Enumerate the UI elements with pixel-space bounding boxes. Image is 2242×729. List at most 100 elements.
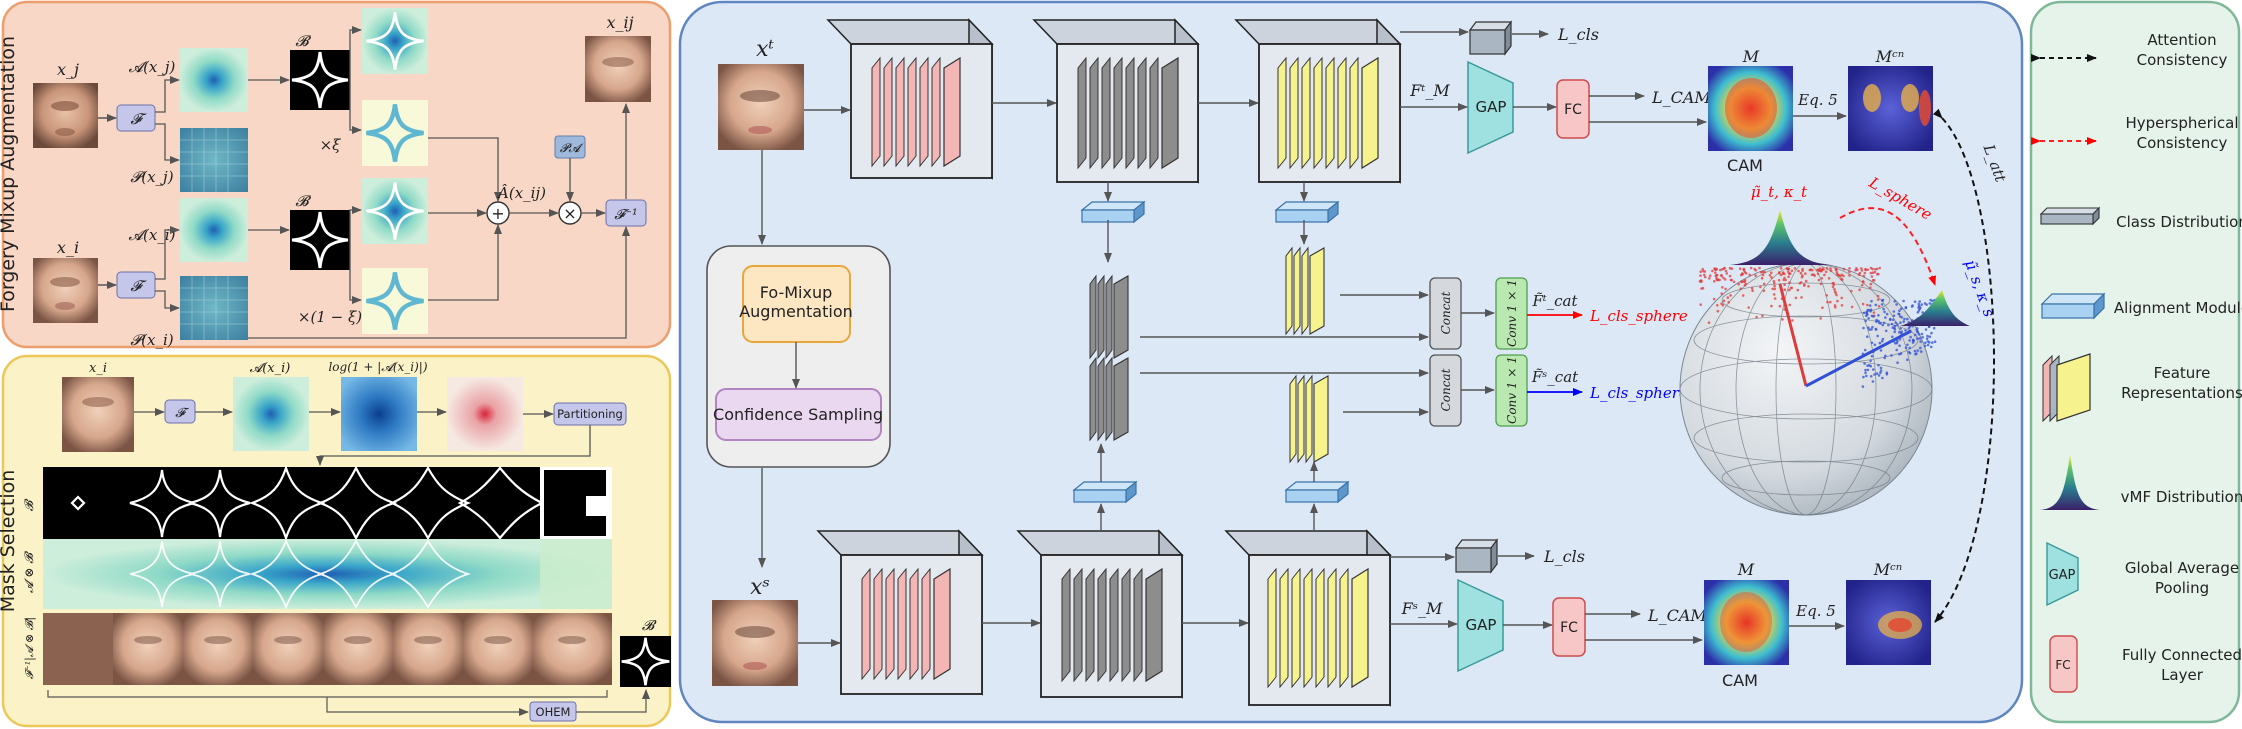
svg-text:𝓐 ⊗ 𝓑: 𝓐 ⊗ 𝓑 — [22, 551, 36, 593]
sample-point — [1755, 315, 1758, 319]
sample-point — [1867, 317, 1870, 320]
sample-point — [1876, 334, 1879, 338]
sample-point — [1897, 331, 1901, 334]
sample-point — [1906, 358, 1909, 362]
P-xj-phase — [180, 128, 248, 192]
middle-feature-stacks — [1089, 246, 1329, 464]
sample-point — [1899, 352, 1903, 355]
feature-slab — [1267, 567, 1277, 689]
sample-point — [1864, 319, 1867, 323]
svg-text:+: + — [491, 204, 504, 223]
sample-point — [1820, 277, 1824, 280]
sample-point — [1813, 274, 1816, 277]
sample-point — [1869, 286, 1872, 290]
A-xi-label: 𝓐(x_i) — [129, 226, 176, 244]
feature-slab — [921, 567, 931, 681]
sample-point — [1899, 327, 1902, 330]
forgery-mixup-panel: Forgery Mixup Augmentation x_j x_i 𝓕 𝓕 𝓐… — [0, 0, 672, 349]
feature-slab — [1061, 567, 1071, 683]
sample-point — [1916, 327, 1919, 330]
sample-point — [1870, 299, 1873, 303]
alignment-module — [1275, 209, 1329, 223]
sample-point — [1770, 304, 1773, 308]
sample-point — [1898, 315, 1902, 318]
sample-point — [1879, 371, 1882, 375]
svg-text:M: M — [1737, 560, 1755, 579]
sample-point — [1894, 341, 1897, 345]
sample-point — [1861, 385, 1865, 388]
feature-slab — [1137, 56, 1147, 170]
sample-point — [1878, 266, 1881, 270]
mask-spectrum — [233, 377, 309, 451]
sample-point — [1879, 349, 1883, 352]
sample-point — [1866, 335, 1869, 339]
sample-point — [1920, 332, 1924, 336]
sample-point — [1700, 280, 1703, 283]
sample-point — [1883, 356, 1886, 360]
feature-slab — [871, 56, 881, 168]
sample-point — [1770, 276, 1773, 279]
sample-point — [1834, 268, 1838, 272]
sample-point — [1722, 299, 1726, 303]
bottom-fc — [1552, 597, 1586, 657]
sample-point — [1864, 368, 1867, 372]
A-xj-label: 𝓐(x_j) — [129, 58, 176, 76]
sample-point — [1902, 299, 1905, 303]
sample-point — [1916, 330, 1919, 333]
sample-point — [1863, 348, 1867, 352]
sample-point — [1721, 303, 1725, 307]
svg-text:CAM: CAM — [1722, 671, 1758, 690]
sample-point — [1924, 341, 1927, 345]
sample-point — [1902, 320, 1905, 323]
sample-point — [1783, 276, 1786, 280]
feature-slab — [1097, 356, 1105, 442]
xt-face-image — [718, 64, 804, 150]
sample-point — [1873, 373, 1876, 376]
log-spectrum — [341, 377, 417, 451]
mask-selection-panel: Mask Selection x_i 𝓕 𝓐(x_i) log(1 + |𝓐(x… — [0, 354, 673, 728]
top-fc — [1556, 79, 1590, 139]
sample-point — [1772, 280, 1776, 283]
svg-text:𝓟𝓐: 𝓟𝓐 — [560, 141, 585, 155]
sample-point — [1754, 269, 1758, 272]
blue-mean-direction — [1805, 329, 1912, 388]
vmf-peak-t — [1730, 210, 1830, 265]
bottom-pink-slabs — [861, 567, 951, 681]
bottom-class-distribution — [1454, 538, 1499, 574]
sample-point — [1725, 272, 1729, 275]
sample-point — [1925, 337, 1929, 341]
sample-point — [1910, 305, 1914, 308]
sample-point — [1869, 375, 1873, 378]
svg-text:Conv 1 × 1: Conv 1 × 1 — [1505, 279, 1519, 347]
sample-point — [1869, 364, 1872, 368]
sample-point — [1866, 268, 1869, 272]
svg-text:log(1 + |𝓐(x_i)|): log(1 + |𝓐(x_i)|) — [328, 360, 427, 374]
sample-point — [1896, 323, 1899, 326]
sample-point — [1801, 269, 1804, 273]
sample-point — [1787, 275, 1790, 279]
sample-point — [1771, 287, 1774, 291]
sample-point — [1840, 304, 1844, 307]
sample-point — [1926, 343, 1930, 347]
feature-slab — [1113, 357, 1129, 441]
sample-point — [1721, 286, 1724, 289]
sample-point — [1821, 306, 1824, 310]
sample-point — [1869, 271, 1873, 275]
sample-point — [1892, 310, 1896, 313]
sample-point — [1873, 270, 1877, 274]
sample-point — [1799, 271, 1803, 275]
bottom-gap — [1457, 578, 1504, 673]
sample-point — [1906, 343, 1909, 347]
svg-text:Concat: Concat — [1439, 368, 1453, 411]
feature-slab — [1279, 567, 1289, 689]
svg-text:x_i: x_i — [89, 361, 107, 376]
conv-box-bottom — [1495, 354, 1528, 427]
L-CAM-bottom: L_CAM — [1647, 606, 1707, 625]
feature-slab — [1073, 567, 1083, 683]
sample-point — [1868, 328, 1871, 331]
alignment-module-icon — [2040, 292, 2106, 320]
feature-slab — [1305, 374, 1313, 464]
sample-point — [1848, 267, 1851, 270]
svg-text:OHEM: OHEM — [536, 705, 571, 719]
L-cls-bottom: L_cls — [1543, 547, 1585, 566]
